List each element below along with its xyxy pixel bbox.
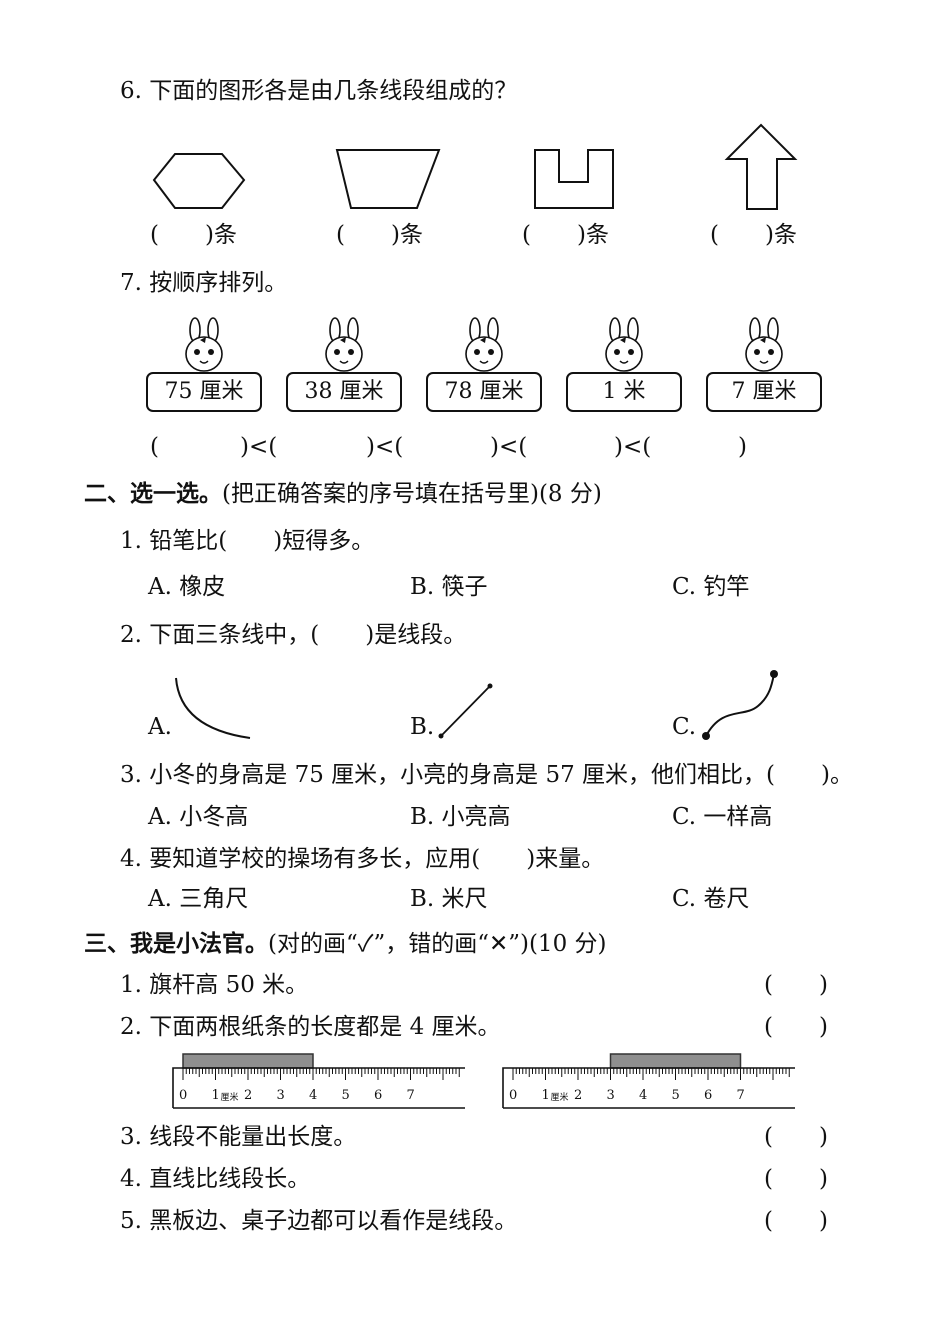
order-slot-3[interactable]: )<( xyxy=(490,434,528,460)
ruler-unit-label: 厘米 xyxy=(551,1091,569,1103)
q6-blank-4[interactable]: ( )条 xyxy=(710,222,797,248)
curve-line-a xyxy=(175,677,251,739)
s3-answer-4[interactable]: ( ) xyxy=(764,1166,828,1192)
s2-q2: 2. 下面三条线中，( )是线段。 xyxy=(120,622,467,648)
s3-item-3: 3. 线段不能量出长度。 xyxy=(120,1124,357,1150)
s2-q4-option-b[interactable]: B. 米尺 xyxy=(410,886,488,912)
section2-heading: 二、选一选。(把正确答案的序号填在括号里)(8 分) xyxy=(84,482,602,506)
s2-q1: 1. 铅笔比( )短得多。 xyxy=(120,528,375,554)
rabbit-icon xyxy=(605,317,643,372)
s2-q2-option-a[interactable]: A. xyxy=(148,714,172,740)
s3-item-1: 1. 旗杆高 50 米。 xyxy=(120,972,309,998)
ruler-right: 0 1 2 3 4 5 6 7 厘米 xyxy=(502,1053,795,1109)
ruler-body xyxy=(502,1067,795,1109)
s3-item-5: 5. 黑板边、桌子边都可以看作是线段。 xyxy=(120,1208,518,1234)
ruler-tick-label: 5 xyxy=(342,1088,350,1103)
s3-answer-2[interactable]: ( ) xyxy=(764,1014,828,1040)
ruler-body xyxy=(172,1067,465,1109)
ruler-tick-label: 0 xyxy=(179,1088,187,1103)
order-slot-2[interactable]: )<( xyxy=(366,434,404,460)
s3-item-4: 4. 直线比线段长。 xyxy=(120,1166,311,1192)
order-slot-0: ( xyxy=(150,434,159,460)
ruler-tick-label: 6 xyxy=(374,1088,382,1103)
section3-title: 三、我是小法官。 xyxy=(84,930,268,957)
q6-title: 6. 下面的图形各是由几条线段组成的？ xyxy=(120,78,518,104)
s3-answer-1[interactable]: ( ) xyxy=(764,972,828,998)
section2-title: 二、选一选。 xyxy=(84,480,222,507)
q7-title: 7. 按顺序排列。 xyxy=(120,270,288,296)
s2-q1-option-a[interactable]: A. 橡皮 xyxy=(148,574,226,600)
paper-strip xyxy=(609,1053,742,1069)
s2-q2-option-c[interactable]: C. xyxy=(672,714,697,740)
s2-q3-option-a[interactable]: A. 小冬高 xyxy=(148,804,249,830)
ruler-tick-label: 4 xyxy=(309,1088,317,1103)
hexagon-shape xyxy=(152,153,246,209)
section2-note: (把正确答案的序号填在括号里)(8 分) xyxy=(222,481,602,507)
segment-line-b xyxy=(438,683,493,739)
section3-note: (对的画“✓”，错的画“✕”)(10 分) xyxy=(268,931,607,957)
s3-item-2: 2. 下面两根纸条的长度都是 4 厘米。 xyxy=(120,1014,501,1040)
rabbit-icon xyxy=(325,317,363,372)
order-slot-4[interactable]: )<( xyxy=(614,434,652,460)
rabbit-icon xyxy=(465,317,503,372)
s3-answer-3[interactable]: ( ) xyxy=(764,1124,828,1150)
s2-q3: 3. 小冬的身高是 75 厘米，小亮的身高是 57 厘米，他们相比，( )。 xyxy=(120,762,853,788)
q6-blank-2[interactable]: ( )条 xyxy=(336,222,423,248)
u-notch-shape xyxy=(534,149,614,209)
q6-blank-3[interactable]: ( )条 xyxy=(522,222,609,248)
length-card-2: 38 厘米 xyxy=(286,372,402,412)
ruler-tick-label: 2 xyxy=(244,1088,252,1103)
ruler-tick-label: 3 xyxy=(607,1088,615,1103)
length-card-1: 75 厘米 xyxy=(146,372,262,412)
rabbit-icon xyxy=(745,317,783,372)
order-slot-5: ) xyxy=(738,434,747,460)
order-slot-1[interactable]: )<( xyxy=(240,434,278,460)
s2-q2-option-b[interactable]: B. xyxy=(410,714,435,740)
s2-q1-option-c[interactable]: C. 钓竿 xyxy=(672,574,750,600)
length-card-5: 7 厘米 xyxy=(706,372,822,412)
ruler-tick-label: 6 xyxy=(704,1088,712,1103)
ruler-tick-label: 1 xyxy=(542,1088,550,1103)
ruler-tick-label: 5 xyxy=(672,1088,680,1103)
trapezoid-shape xyxy=(335,149,441,209)
ruler-tick-label: 3 xyxy=(277,1088,285,1103)
rabbit-icon xyxy=(185,317,223,372)
ruler-tick-label: 7 xyxy=(737,1088,745,1103)
ruler-tick-label: 4 xyxy=(639,1088,647,1103)
length-card-3: 78 厘米 xyxy=(426,372,542,412)
paper-strip xyxy=(182,1053,314,1069)
section3-heading: 三、我是小法官。(对的画“✓”，错的画“✕”)(10 分) xyxy=(84,932,606,956)
curved-segment-c xyxy=(702,670,778,740)
s2-q4-option-a[interactable]: A. 三角尺 xyxy=(148,886,249,912)
ruler-left: 0 1 2 3 4 5 6 7 厘米 xyxy=(172,1053,465,1109)
ruler-unit-label: 厘米 xyxy=(221,1091,239,1103)
ruler-tick-label: 2 xyxy=(574,1088,582,1103)
s2-q4: 4. 要知道学校的操场有多长，应用( )来量。 xyxy=(120,846,605,872)
s2-q3-option-c[interactable]: C. 一样高 xyxy=(672,804,773,830)
ruler-tick-label: 1 xyxy=(212,1088,220,1103)
s3-answer-5[interactable]: ( ) xyxy=(764,1208,828,1234)
length-card-4: 1 米 xyxy=(566,372,682,412)
s2-q4-option-c[interactable]: C. 卷尺 xyxy=(672,886,750,912)
q6-blank-1[interactable]: ( )条 xyxy=(150,222,237,248)
ruler-tick-label: 7 xyxy=(407,1088,415,1103)
s2-q3-option-b[interactable]: B. 小亮高 xyxy=(410,804,511,830)
ruler-tick-label: 0 xyxy=(509,1088,517,1103)
s2-q1-option-b[interactable]: B. 筷子 xyxy=(410,574,488,600)
arrow-shape xyxy=(724,123,798,210)
